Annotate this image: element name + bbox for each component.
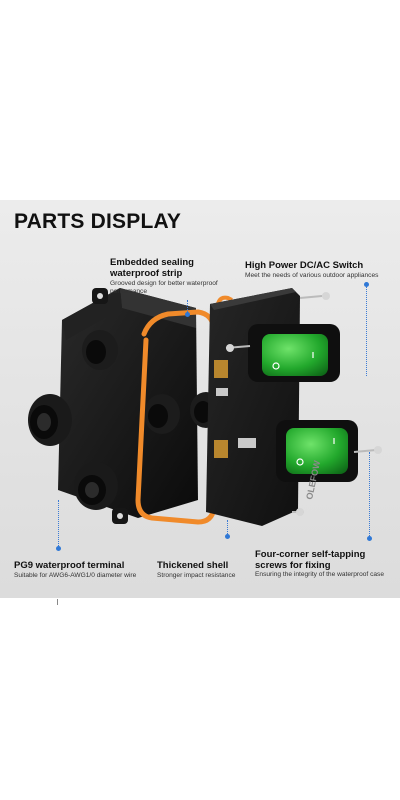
screws-heading: Four-corner self-tapping screws for fixi… [255,549,366,571]
terminal-icon [238,438,256,448]
shell-heading: Thickened shell [157,560,229,571]
switch-sub: Meet the needs of various outdoor applia… [245,272,379,279]
cable-gland-icon [28,394,72,446]
marker-dot [56,546,61,551]
sealing-strip-sub: Grooved design for better waterproof per… [110,280,218,295]
leader-line [58,500,59,548]
leader-line [187,300,188,314]
cable-gland-icon [74,462,118,510]
leader-line [227,520,228,536]
marker-dot [364,282,369,287]
sealing-strip-heading: Embedded sealing waterproof strip [110,257,194,279]
screw-icon [353,446,382,454]
terminal-sub: Suitable for AWG6-AWG1/0 diameter wire [14,572,137,579]
product-feature-panel: PARTS DISPLAY [0,200,400,598]
cable-gland-icon [144,394,180,434]
cable-gland-icon [82,330,118,370]
junction-box-housing [28,288,222,524]
divider-tick [57,599,58,605]
leader-line [366,284,367,376]
screws-sub: Ensuring the integrity of the waterproof… [255,571,385,578]
rocker-switch-icon [248,324,340,382]
terminal-icon [214,440,228,458]
rocker-switch-icon [276,420,358,482]
marker-dot [225,534,230,539]
marker-dot [367,536,372,541]
page-title: PARTS DISPLAY [14,210,182,233]
terminal-heading: PG9 waterproof terminal [14,560,125,571]
terminal-icon [216,388,228,396]
screw-icon [292,508,304,516]
switch-heading: High Power DC/AC Switch [245,260,364,271]
product-illustration: OLEFOW [28,288,382,526]
terminal-icon [214,360,228,378]
screw-icon [299,292,330,300]
switch-lid: OLEFOW [206,288,382,526]
marker-dot [185,312,190,317]
screw-icon [225,344,251,352]
shell-sub: Stronger impact resistance [157,572,236,579]
leader-line [369,452,370,538]
